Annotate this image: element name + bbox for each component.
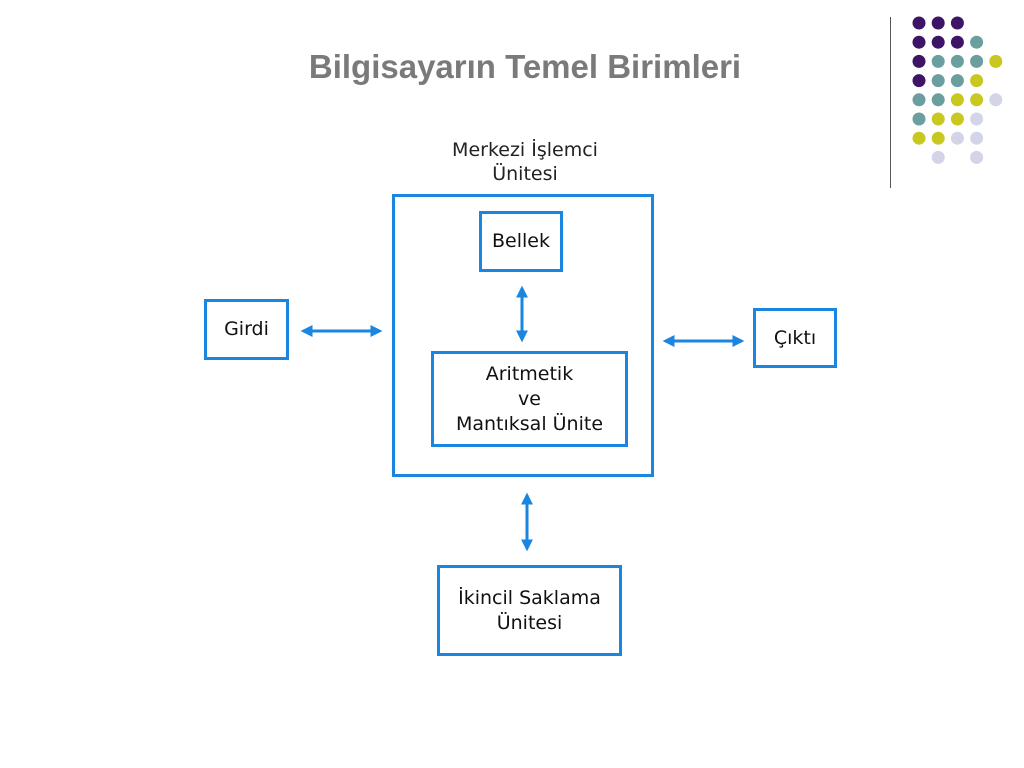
cpu-label: Merkezi İşlemci Ünitesi bbox=[415, 138, 635, 186]
decorative-dot bbox=[970, 93, 984, 107]
decorative-dot bbox=[912, 54, 926, 68]
memory-box: Bellek bbox=[479, 211, 563, 272]
input-box: Girdi bbox=[204, 299, 289, 360]
decorative-dot bbox=[931, 150, 945, 164]
decorative-dot bbox=[931, 93, 945, 107]
decorative-dot bbox=[950, 93, 964, 107]
decorative-dot bbox=[912, 74, 926, 88]
decorative-dot bbox=[970, 131, 984, 145]
decorative-dot bbox=[989, 54, 1003, 68]
decorative-dot bbox=[950, 35, 964, 49]
input-label: Girdi bbox=[224, 318, 269, 340]
decorative-dot bbox=[950, 16, 964, 30]
alu-box: Aritmetik ve Mantıksal Ünite bbox=[431, 351, 628, 447]
storage-label-line2: Ünitesi bbox=[496, 611, 563, 634]
alu-label-line1: Aritmetik bbox=[485, 362, 574, 385]
decorative-dot bbox=[970, 150, 984, 164]
dot-grid-decoration bbox=[912, 16, 1003, 164]
decorative-dot bbox=[931, 54, 945, 68]
storage-label-line1: İkincil Saklama bbox=[458, 586, 601, 609]
decorative-dot bbox=[970, 112, 984, 126]
decorative-dot bbox=[912, 93, 926, 107]
decorative-dot bbox=[912, 112, 926, 126]
cpu-label-line2: Ünitesi bbox=[492, 163, 558, 185]
cpu-label-line1: Merkezi İşlemci bbox=[452, 139, 598, 161]
storage-box: İkincil Saklama Ünitesi bbox=[437, 565, 622, 656]
decorative-dot bbox=[931, 131, 945, 145]
decorative-dot bbox=[970, 35, 984, 49]
decorative-dot bbox=[950, 74, 964, 88]
decorative-dot bbox=[931, 16, 945, 30]
slide-title: Bilgisayarın Temel Birimleri bbox=[308, 48, 742, 85]
alu-label-line2: ve bbox=[518, 387, 541, 410]
divider-line bbox=[890, 17, 891, 188]
alu-label-line3: Mantıksal Ünite bbox=[455, 412, 604, 435]
decorative-dot bbox=[931, 112, 945, 126]
decorative-dot bbox=[970, 54, 984, 68]
decorative-dot bbox=[931, 35, 945, 49]
memory-label: Bellek bbox=[492, 230, 550, 252]
output-label: Çıktı bbox=[773, 326, 817, 349]
output-box: Çıktı bbox=[753, 308, 837, 368]
decorative-dot bbox=[912, 16, 926, 30]
decorative-dot bbox=[931, 74, 945, 88]
decorative-dot bbox=[970, 74, 984, 88]
decorative-dot bbox=[950, 131, 964, 145]
decorative-dot bbox=[912, 131, 926, 145]
decorative-dot bbox=[912, 35, 926, 49]
decorative-dot bbox=[989, 93, 1003, 107]
decorative-dot bbox=[950, 112, 964, 126]
decorative-dot bbox=[950, 54, 964, 68]
